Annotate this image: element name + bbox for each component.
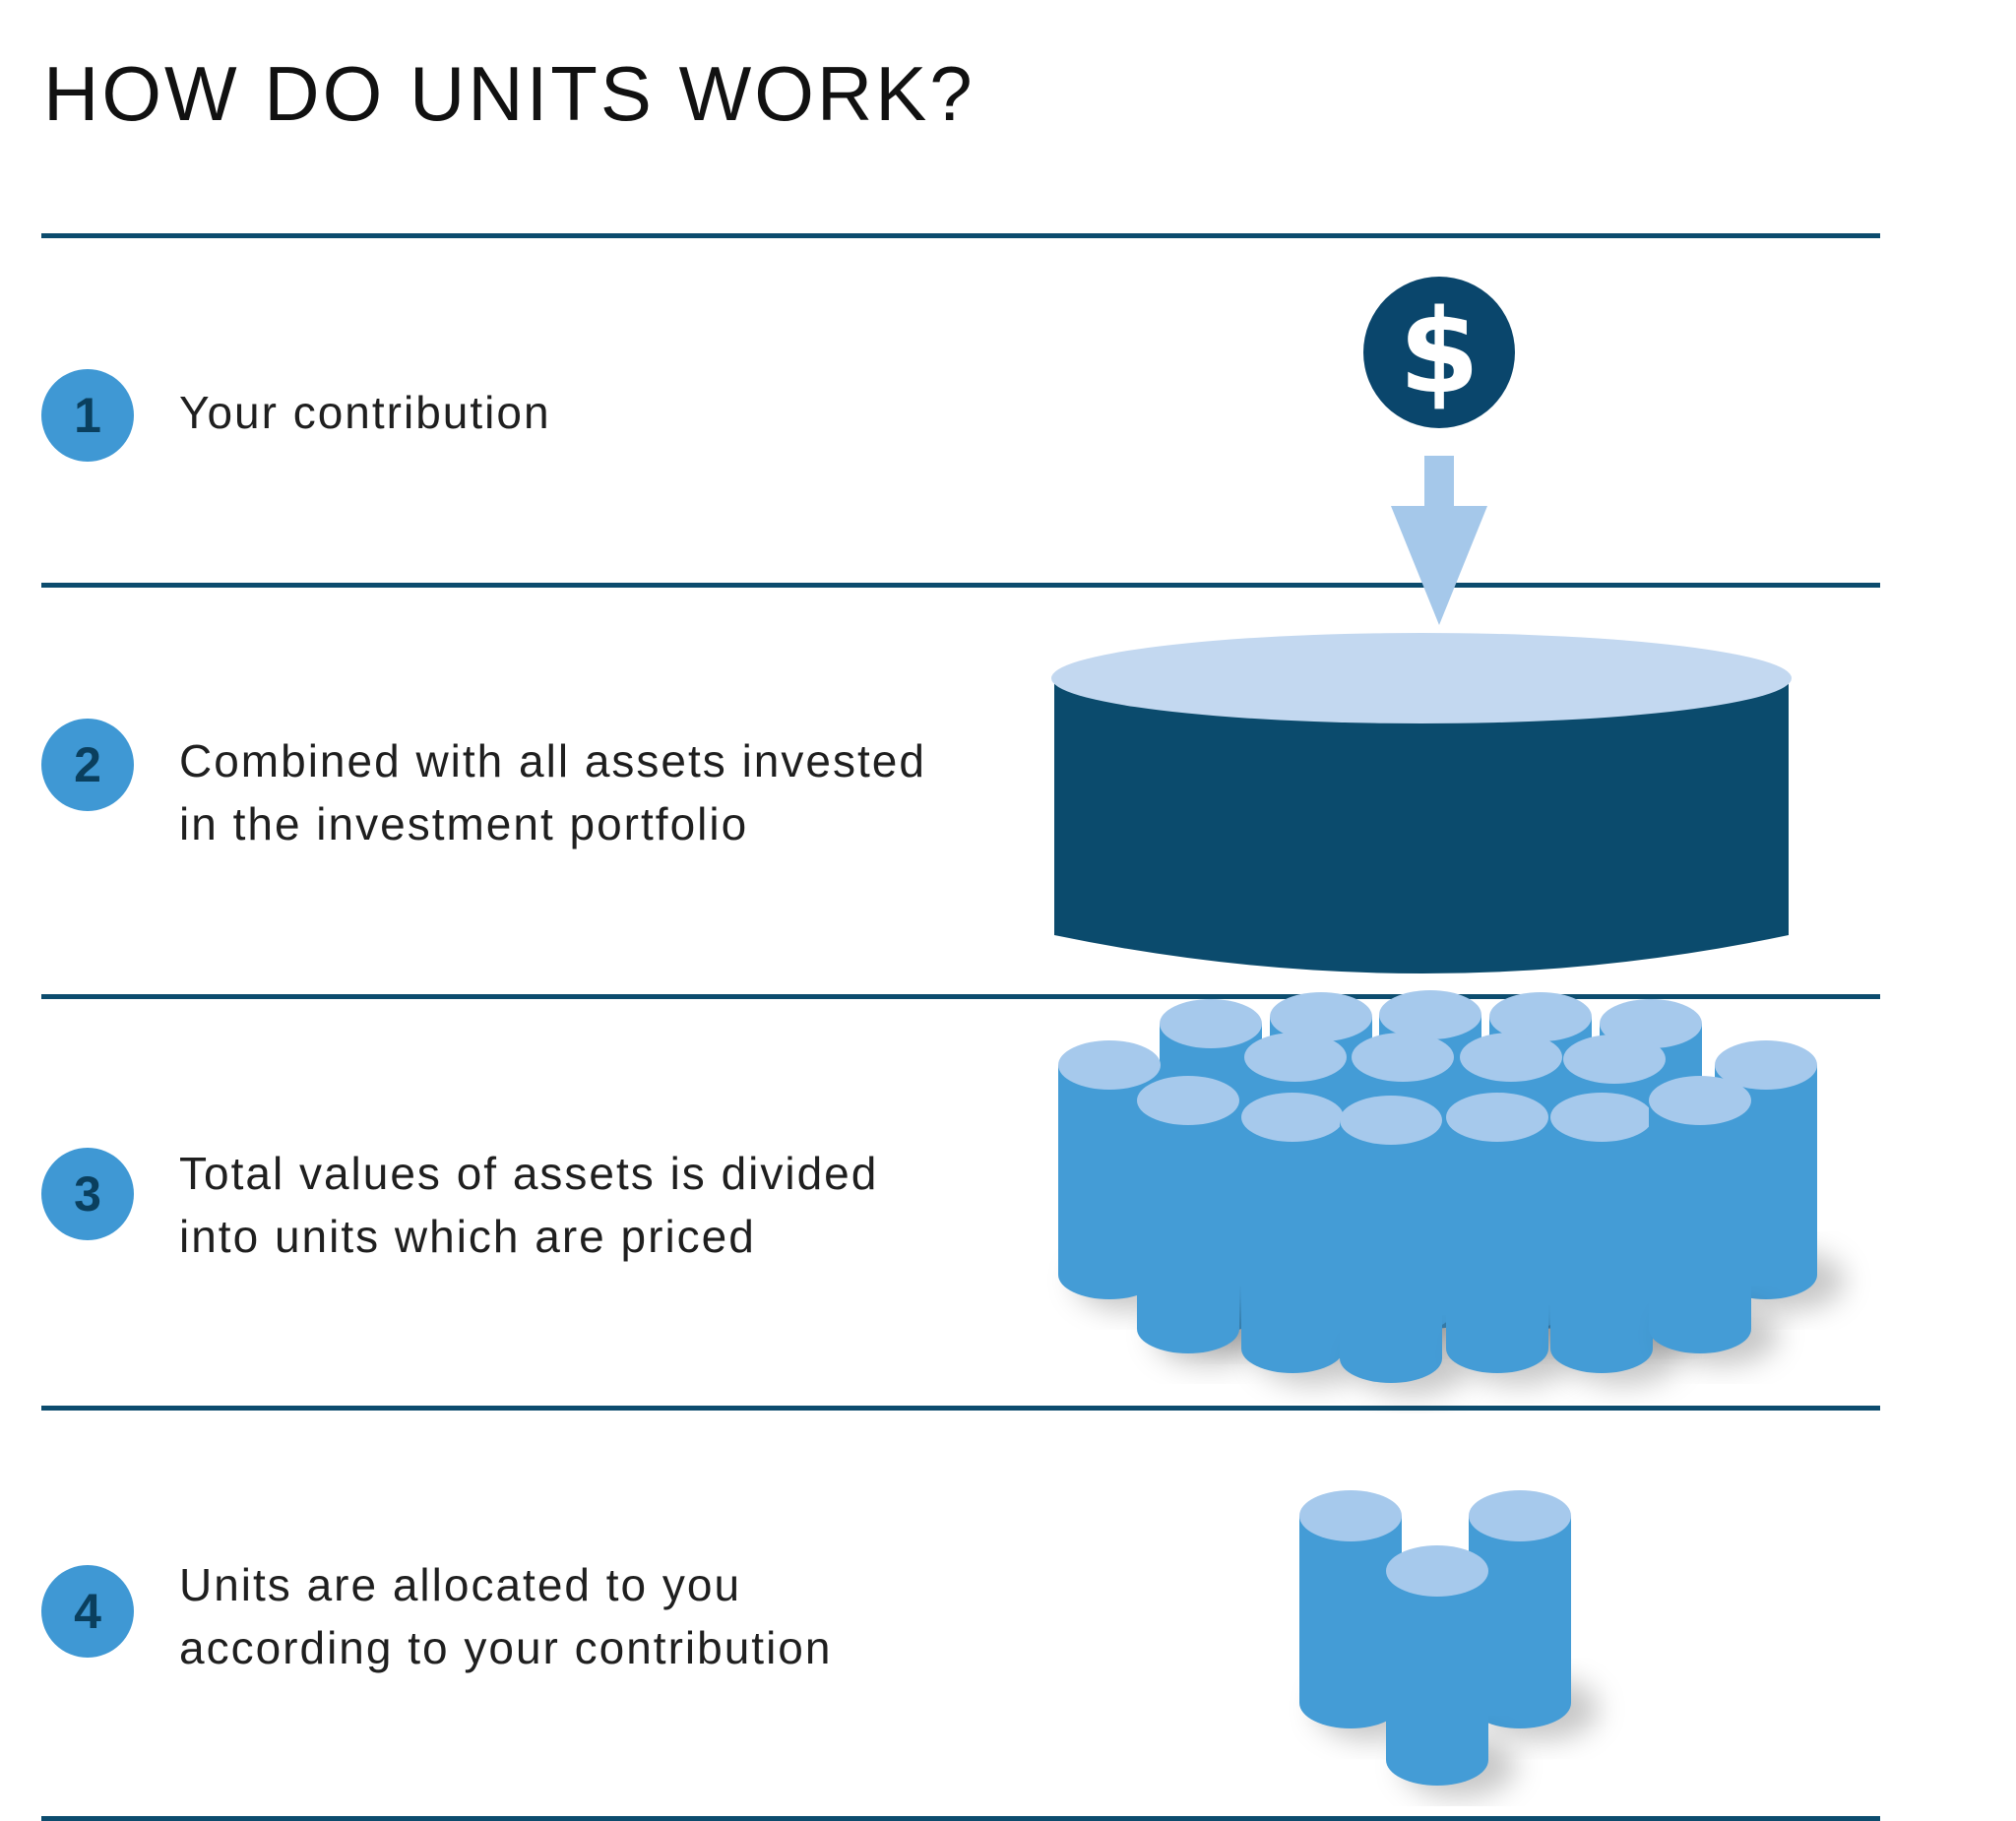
step-2-badge: 2 <box>41 719 134 811</box>
divider-top <box>41 233 1880 238</box>
divider-bottom <box>41 1816 1880 1821</box>
unit-cylinder <box>1137 1076 1267 1365</box>
step-3-line-1: Total values of assets is divided <box>179 1148 879 1199</box>
arrow-down-icon <box>1391 456 1487 625</box>
step-4-line-2: according to your contribution <box>179 1622 833 1673</box>
divider-3-4 <box>41 1406 1880 1411</box>
step-3-badge: 3 <box>41 1148 134 1240</box>
allocated-unit-cylinders-icon <box>1299 1490 1599 1797</box>
step-2-line-1: Combined with all assets invested <box>179 735 926 786</box>
unit-cylinder <box>1550 1093 1680 1385</box>
divider-2-3 <box>41 994 1880 999</box>
step-3-text: Total values of assets is divided into u… <box>179 1142 1026 1268</box>
step-1-badge: 1 <box>41 369 134 462</box>
unit-cylinder <box>1649 1076 1779 1365</box>
dollar-symbol: $ <box>1399 283 1480 419</box>
step-1-text: Your contribution <box>179 381 1026 444</box>
step-1-line-1: Your contribution <box>179 387 551 438</box>
step-4-badge: 4 <box>41 1565 134 1658</box>
page-title: HOW DO UNITS WORK? <box>43 50 976 137</box>
step-3-line-2: into units which are priced <box>179 1211 756 1262</box>
step-4-line-1: Units are allocated to you <box>179 1559 742 1610</box>
allocated-unit-cylinder <box>1469 1490 1599 1740</box>
step-2-text: Combined with all assets invested in the… <box>179 729 1026 855</box>
unit-cylinder <box>1340 1096 1470 1395</box>
asset-pool-cylinder-icon <box>1051 633 1792 973</box>
step-2-line-2: in the investment portfolio <box>179 798 749 849</box>
unit-cylinder <box>1446 1093 1576 1385</box>
step-4-text: Units are allocated to you according to … <box>179 1553 1026 1679</box>
dollar-coin-icon: $ <box>1363 277 1515 428</box>
allocated-unit-cylinder <box>1386 1545 1516 1797</box>
unit-cylinders-icon <box>1058 990 1845 1395</box>
divider-1-2 <box>41 583 1880 588</box>
